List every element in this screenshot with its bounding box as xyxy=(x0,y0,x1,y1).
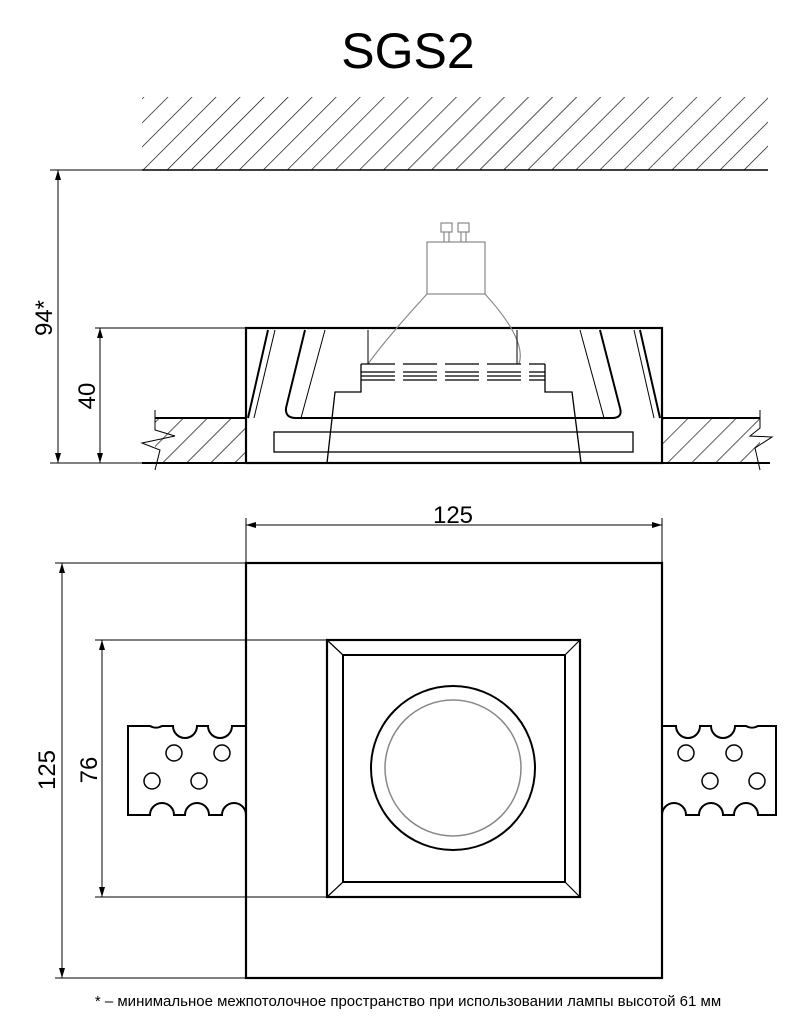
dim-width: 125 xyxy=(433,502,473,529)
lamp-lens xyxy=(384,699,522,837)
lamp-opening xyxy=(370,685,536,851)
inner-frame xyxy=(325,638,582,899)
lamp-gu10 xyxy=(367,222,521,365)
dim-total-height: 94* xyxy=(31,300,58,336)
ceiling-slab-left xyxy=(140,410,246,471)
mounting-ear-right xyxy=(661,725,777,816)
product-title: SGS2 xyxy=(341,23,474,79)
ceiling-slab-right xyxy=(662,410,774,471)
dim-inner-frame: 76 xyxy=(76,757,103,784)
side-view: 94* 40 xyxy=(31,169,774,471)
outer-square xyxy=(244,561,664,980)
dim-fixture-height: 40 xyxy=(74,383,101,410)
dim-depth: 125 xyxy=(34,750,61,790)
footnote: * – минимальное межпотолочное пространст… xyxy=(95,993,721,1010)
front-view: 125 125 76 xyxy=(34,502,777,980)
lens-dashes xyxy=(361,363,545,381)
mounting-ear-left xyxy=(127,725,247,816)
ceiling-hatch xyxy=(142,97,768,171)
